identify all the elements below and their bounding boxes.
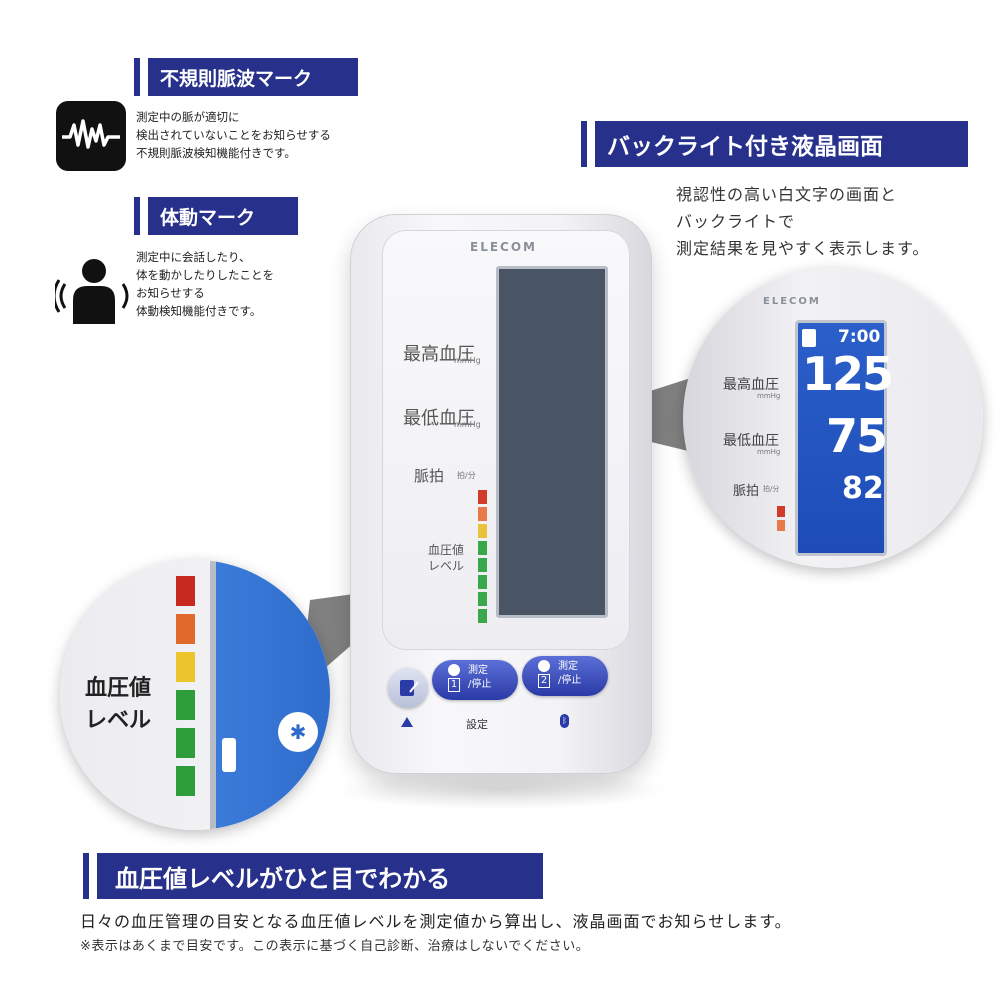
settings-button[interactable] (388, 668, 428, 708)
body-motion-desc: 測定中に会話したり、 体を動かしたりしたことを お知らせする 体動検知機能付きで… (136, 248, 274, 320)
motion-line-4: 体動検知機能付きです。 (136, 304, 262, 318)
user-icon (802, 329, 816, 347)
irregular-pulse-heading: 不規則脈波マーク (134, 58, 358, 96)
zoom-level-label-2: レベル (85, 708, 152, 733)
body-motion-icon (52, 254, 133, 326)
zoom-label-pulse: 脈拍 (733, 484, 760, 499)
body-motion-title: 体動マーク (160, 206, 256, 229)
irregular-line-2: 検出されていないことをお知らせする (136, 128, 331, 142)
lcd-time: 7:00 (838, 327, 881, 347)
lcd-systolic: 125 (802, 347, 894, 401)
button1-label: 測定 /停止 (468, 664, 491, 692)
zoom-lcd-edge (210, 560, 330, 830)
level-bar (478, 490, 487, 504)
zoom-level-bar (176, 766, 195, 796)
body-motion-heading: 体動マーク (134, 197, 298, 235)
pencil-icon (400, 680, 419, 696)
backlight-line-2: バックライトで (676, 212, 796, 231)
motion-line-2: 体を動かしたりしたことを (136, 268, 274, 282)
level-bar (478, 541, 487, 555)
backlight-heading: バックライト付き液晶画面 (581, 121, 968, 167)
backlight-line-1: 視認性の高い白文字の画面と (676, 185, 898, 204)
lcd-pulse: 82 (842, 471, 884, 506)
label-level-1: 血圧値 (428, 543, 465, 557)
irregular-line-3: 不規則脈波検知機能付きです。 (136, 146, 296, 160)
zoom-level-label-1: 血圧値 (85, 676, 152, 701)
backlight-title: バックライト付き液晶画面 (607, 134, 883, 160)
level-zoom: ✱ 血圧値 レベル (60, 560, 330, 830)
up-arrow-icon (401, 717, 413, 727)
zoom-unit-pulse: 拍/分 (763, 485, 780, 493)
user-icon (538, 660, 550, 672)
level-disclaimer: ※表示はあくまで目安です。この表示に基づく自己診断、治療はしないでください。 (80, 939, 590, 954)
irregular-pulse-desc: 測定中の脈が適切に 検出されていないことをお知らせする 不規則脈波検知機能付きで… (136, 108, 331, 162)
level-bar (478, 524, 487, 538)
button2-label-line1: 測定 (558, 661, 578, 672)
user-icon (448, 664, 460, 676)
zoom-level-bar (176, 576, 195, 606)
irregular-line-1: 測定中の脈が適切に (136, 110, 240, 124)
zoom-level-bar (176, 652, 195, 682)
measure-stop-button-1[interactable]: 1 測定 /停止 (432, 660, 518, 700)
button2-label-line2: /停止 (558, 675, 582, 686)
measure-stop-button-2[interactable]: 2 測定 /停止 (522, 656, 608, 696)
settings-label: 設定 (466, 718, 488, 731)
zoom-tab (222, 738, 236, 772)
motion-line-3: お知らせする (136, 286, 205, 300)
zoom-label-systolic: 最高血圧 (723, 377, 779, 393)
button2-label: 測定 /停止 (558, 660, 581, 688)
display-zoom: ELECOM 最高血圧 mmHg 最低血圧 mmHg 脈拍 拍/分 7:00 1… (683, 268, 983, 568)
button1-label-line1: 測定 (468, 665, 488, 676)
device-brand: ELECOM (470, 240, 537, 254)
irregular-pulse-icon (56, 101, 126, 171)
device-shadow (330, 770, 670, 810)
user-number-1: 1 (448, 678, 460, 692)
label-pulse: 脈拍 (414, 467, 445, 485)
label-diastolic: 最低血圧 (403, 408, 475, 429)
label-systolic: 最高血圧 (403, 344, 475, 365)
zoom-level-bar (176, 728, 195, 758)
zoom-label-diastolic: 最低血圧 (723, 433, 779, 449)
irregular-pulse-title: 不規則脈波マーク (160, 67, 313, 90)
button1-label-line2: /停止 (468, 679, 492, 690)
lcd-diastolic: 75 (826, 409, 888, 463)
zoom-level-bar (777, 506, 785, 517)
level-title: 血圧値レベルがひと目でわかる (115, 864, 451, 893)
bluetooth-icon: ✱ (278, 712, 318, 752)
user-number-2: 2 (538, 674, 550, 688)
backlight-desc: 視認性の高い白文字の画面と バックライトで 測定結果を見やすく表示します。 (676, 181, 929, 262)
level-bar (478, 575, 487, 589)
level-bar (478, 592, 487, 606)
level-bar (478, 609, 487, 623)
zoom-brand: ELECOM (763, 296, 821, 307)
level-description: 日々の血圧管理の目安となる血圧値レベルを測定値から算出し、液晶画面でお知らせしま… (80, 912, 792, 931)
backlight-line-3: 測定結果を見やすく表示します。 (676, 239, 930, 258)
unit-diastolic: mmHg (454, 420, 481, 429)
zoom-level-bar (176, 690, 195, 720)
unit-systolic: mmHg (454, 356, 481, 365)
level-bar (478, 507, 487, 521)
device-lcd-screen (496, 266, 608, 618)
level-indicator (478, 490, 487, 626)
zoom-unit-diastolic: mmHg (757, 448, 781, 456)
zoom-level-bar (176, 614, 195, 644)
zoom-unit-systolic: mmHg (757, 392, 781, 400)
backlit-lcd: 7:00 125 75 82 (795, 320, 894, 556)
motion-line-1: 測定中に会話したり、 (136, 250, 251, 264)
label-level-2: レベル (428, 559, 465, 573)
unit-pulse: 拍/分 (457, 471, 476, 480)
zoom-level-bar (777, 520, 785, 531)
bluetooth-icon: ᛒ (560, 714, 569, 728)
level-heading: 血圧値レベルがひと目でわかる (83, 853, 543, 899)
level-bar (478, 558, 487, 572)
